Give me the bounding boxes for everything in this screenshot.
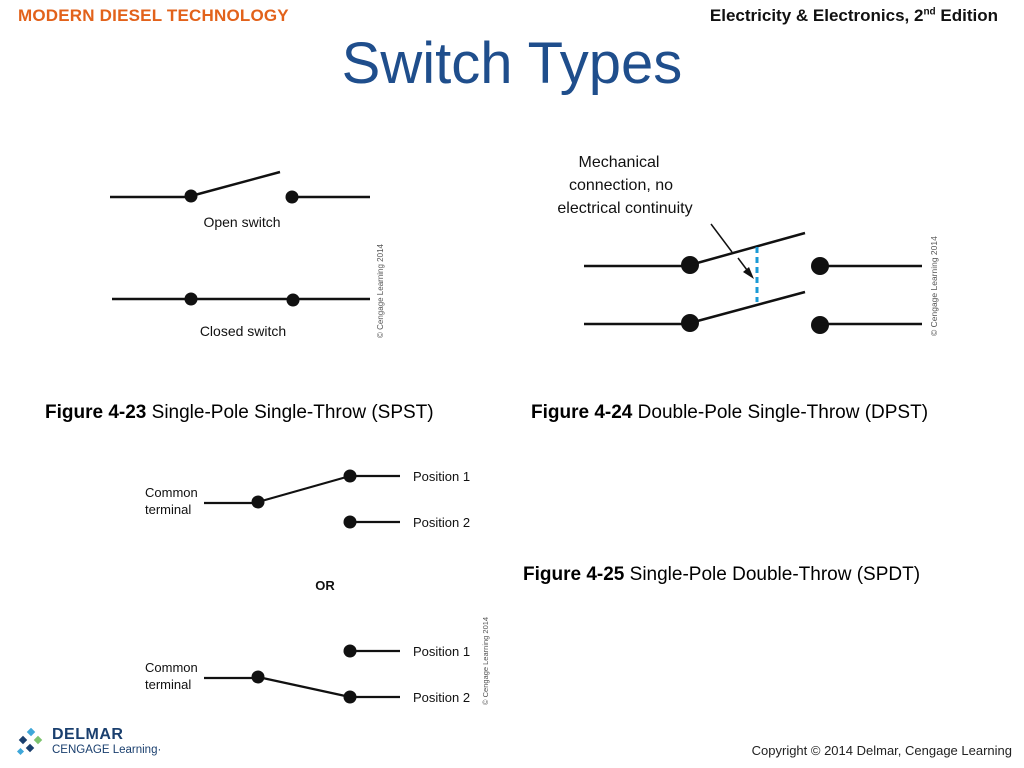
dpst-figure-number: Figure 4-24: [531, 402, 633, 423]
spst-caption: Figure 4-23 Single-Pole Single-Throw (SP…: [45, 402, 434, 424]
header-right-title: Electricity & Electronics, 2nd Edition: [710, 6, 998, 26]
spst-closed-contact: [286, 293, 300, 307]
spdt-bottom-common-line1: Common: [145, 660, 198, 675]
header-left-title: MODERN DIESEL TECHNOLOGY: [18, 6, 289, 25]
dpst-top-blade: [689, 231, 806, 267]
logo-text-cengage: CENGAGE Learning·: [52, 744, 161, 756]
spdt-caption-text: Single-Pole Double-Throw (SPDT): [624, 564, 921, 585]
spdt-top-common-line1: Common: [145, 485, 198, 500]
spst-figure-number: Figure 4-23: [45, 402, 147, 423]
spdt-bottom-pos2-label: Position 2: [413, 690, 470, 705]
dpst-caption-text: Double-Pole Single-Throw (DPST): [632, 402, 929, 423]
edition-title: Electricity & Electronics, 2: [709, 6, 924, 25]
spdt-top-blade: [257, 474, 351, 504]
logo-text-delmar: DELMAR: [52, 726, 124, 743]
spdt-bottom-pos1-label: Position 1: [413, 644, 470, 659]
spdt-top-common-line2: terminal: [145, 502, 191, 517]
spst-closed-pivot: [184, 292, 198, 306]
spst-open-blade: [190, 170, 281, 198]
spdt-bottom-blade: [257, 675, 351, 699]
delmar-logo-icon: [16, 728, 43, 756]
dpst-bottom-blade: [689, 290, 806, 325]
logo-trademark: ·: [157, 744, 162, 756]
dpst-credit: © Cengage Learning 2014: [929, 236, 939, 336]
dpst-annotation-line2: connection, no: [569, 177, 673, 194]
spst-caption-text: Single-Pole Single-Throw (SPST): [146, 402, 434, 423]
spdt-figure-number: Figure 4-25: [523, 564, 625, 585]
spdt-credit: © Cengage Learning 2014: [481, 617, 490, 705]
spst-open-label: Open switch: [203, 214, 280, 230]
footer-copyright: Copyright © 2014 Delmar, Cengage Learnin…: [751, 743, 1012, 758]
logo-cengage-label: CENGAGE Learning: [52, 744, 158, 756]
spdt-top-pos1-label: Position 1: [413, 469, 470, 484]
edition-superscript: nd: [923, 6, 936, 18]
spst-credit: © Cengage Learning 2014: [376, 243, 385, 338]
spdt-caption: Figure 4-25 Single-Pole Double-Throw (SP…: [523, 564, 920, 586]
dpst-annotation-line3: electrical continuity: [557, 200, 692, 217]
spdt-bottom-common-line2: terminal: [145, 677, 191, 692]
dpst-leader-line: [710, 223, 733, 253]
dpst-arrow-head: [743, 267, 754, 279]
slide-title: Switch Types: [341, 31, 683, 96]
dpst-annotation-line1: Mechanical: [579, 154, 660, 171]
spst-closed-label: Closed switch: [200, 323, 286, 339]
spdt-top-pos2-label: Position 2: [413, 515, 470, 530]
spdt-or-label: OR: [315, 578, 335, 593]
dpst-caption: Figure 4-24 Double-Pole Single-Throw (DP…: [531, 402, 928, 424]
edition-suffix: Edition: [935, 6, 998, 25]
